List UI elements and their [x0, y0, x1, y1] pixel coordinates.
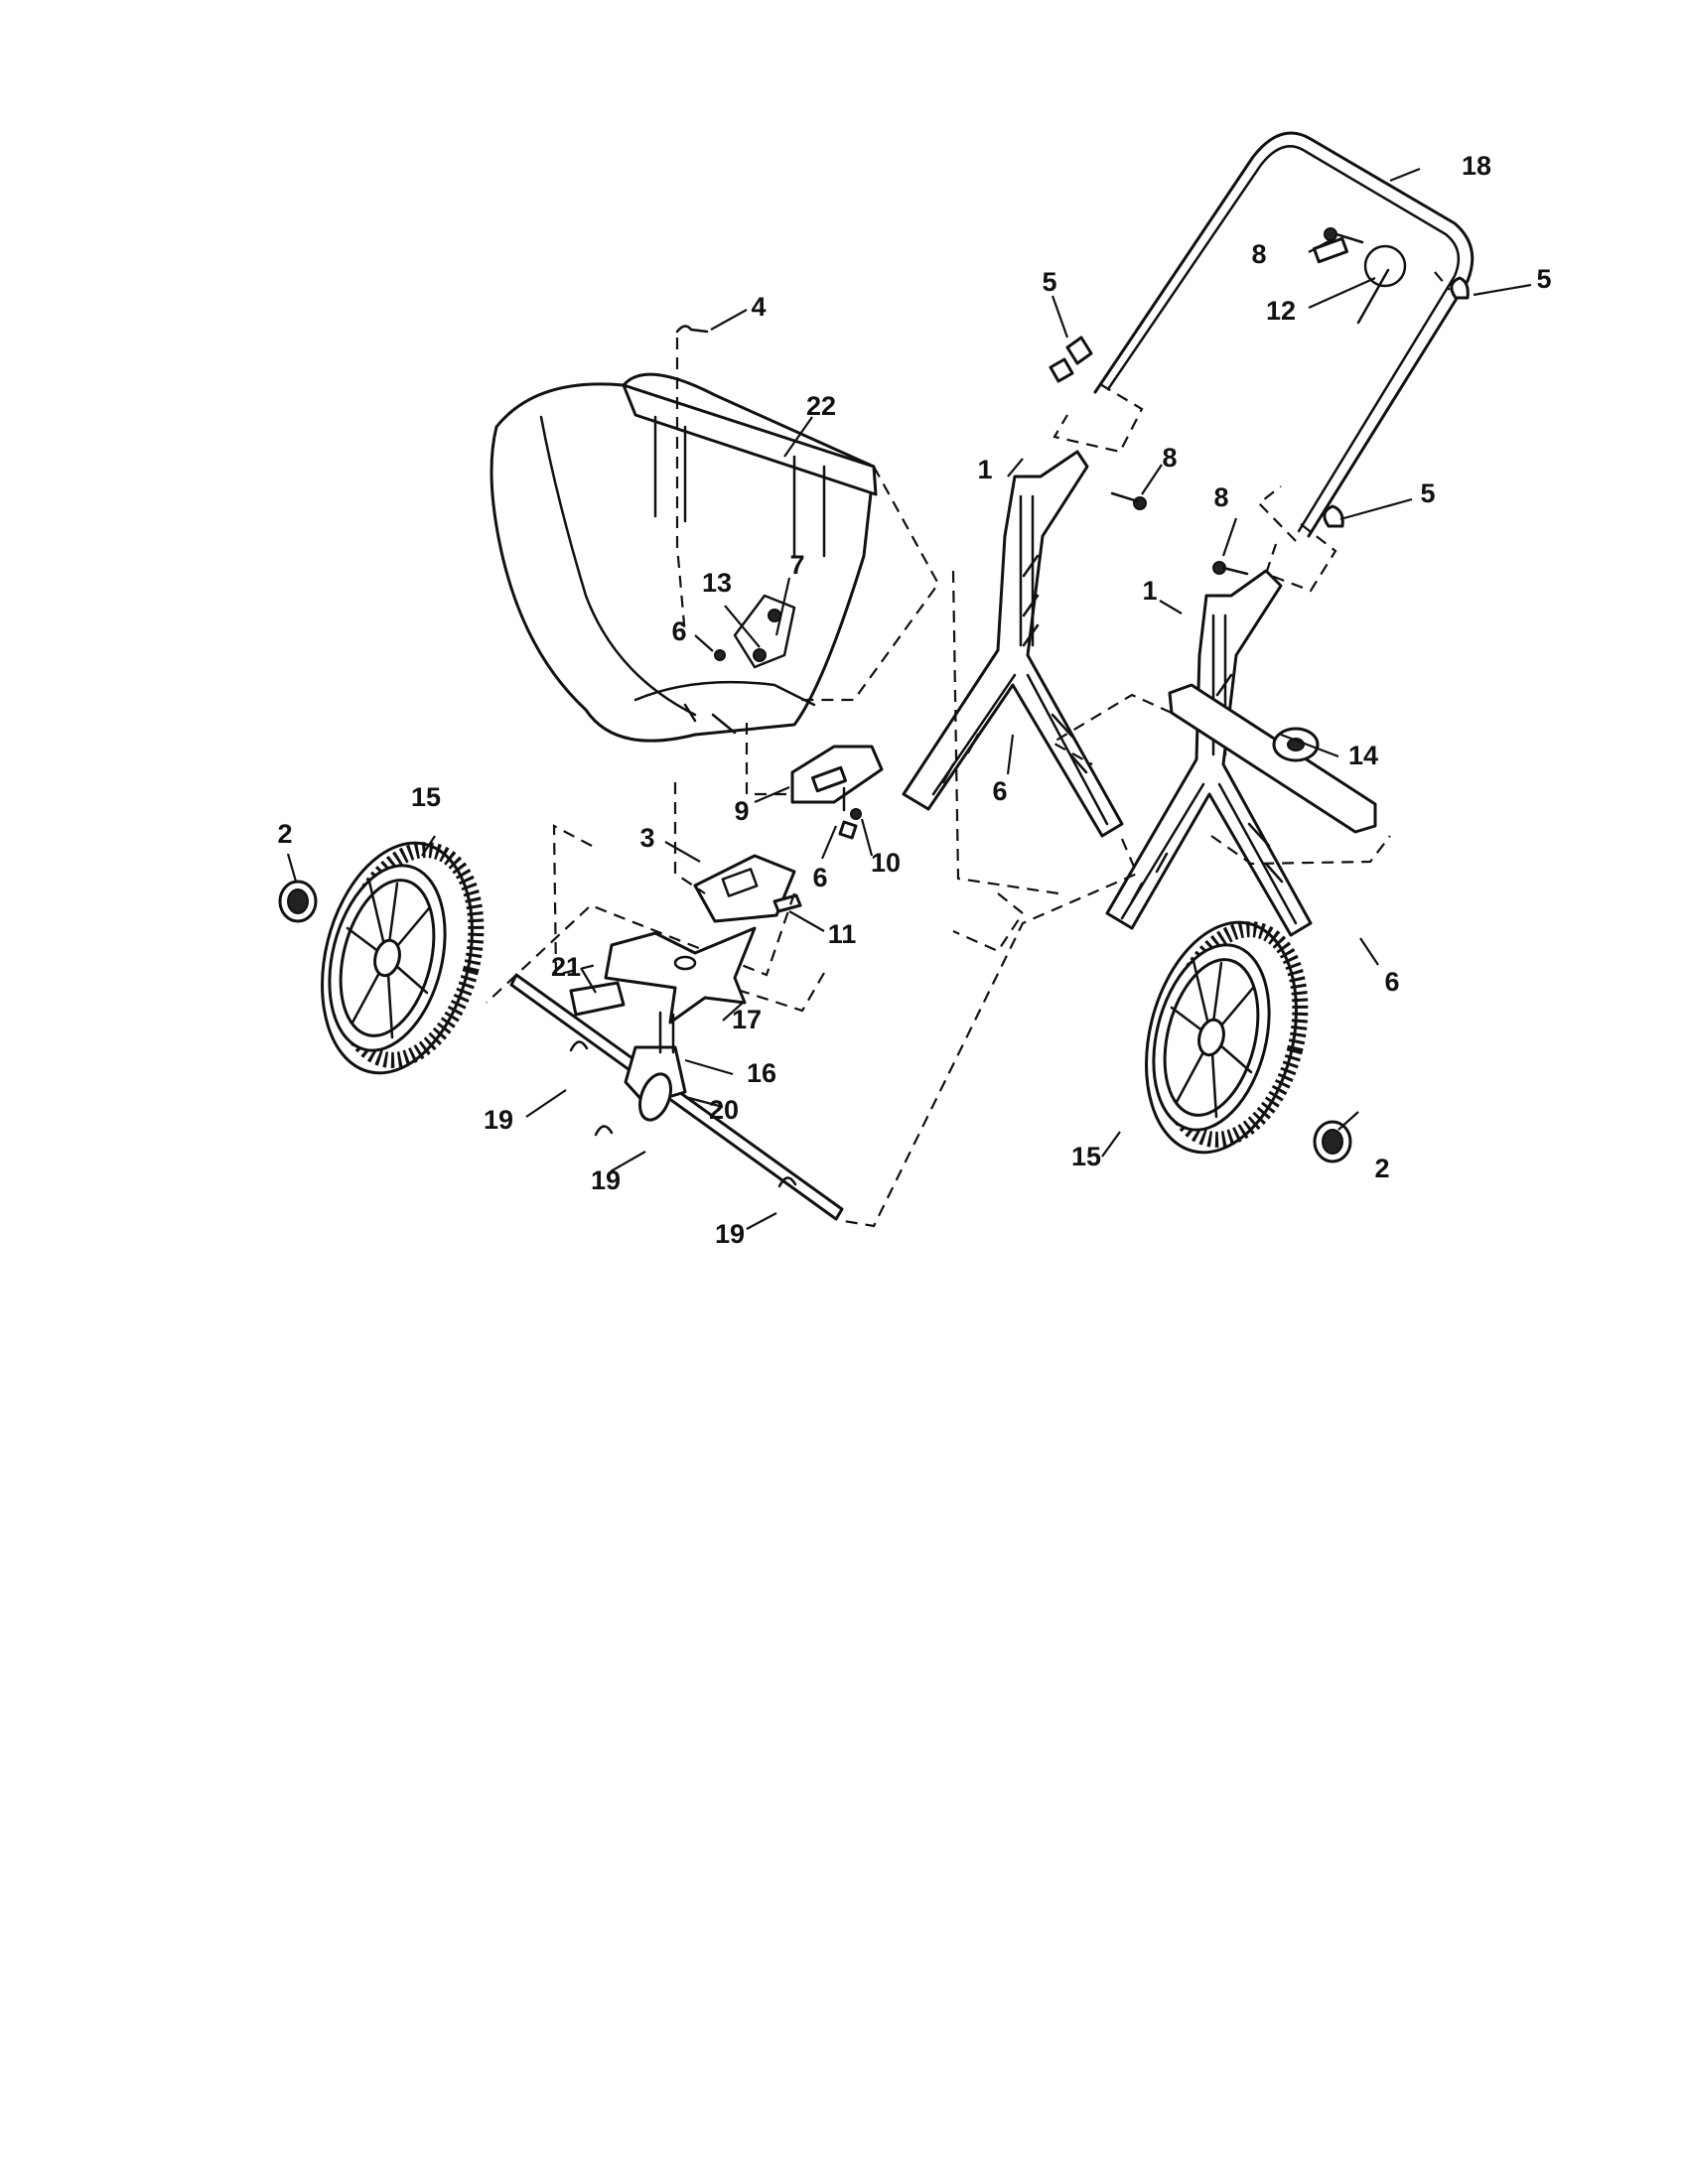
frame-leg-left [902, 450, 1124, 838]
callout-8: 8 [1162, 443, 1177, 473]
axle-assembly-part [509, 926, 844, 1221]
callout-5: 5 [1042, 267, 1056, 297]
callout-22: 22 [806, 391, 836, 421]
callout-15: 15 [1071, 1142, 1101, 1171]
hardware-parts [1049, 227, 1470, 576]
callout-18: 18 [1462, 151, 1491, 181]
callout-6: 6 [812, 863, 827, 892]
handle-part [1052, 131, 1474, 593]
callout-5: 5 [1536, 264, 1551, 294]
callout-14: 14 [1348, 741, 1378, 770]
wheel-right-part [1145, 920, 1309, 1155]
callout-7: 7 [789, 550, 804, 580]
callout-19: 19 [715, 1219, 745, 1249]
callout-1: 1 [977, 455, 992, 484]
callout-8: 8 [1251, 239, 1266, 269]
callout-4: 4 [751, 292, 766, 322]
callout-19: 19 [591, 1165, 621, 1195]
callout-11: 11 [828, 919, 857, 949]
callout-8: 8 [1213, 482, 1228, 512]
hopper-part [490, 372, 878, 743]
callout-17: 17 [732, 1005, 762, 1034]
pin-part [675, 325, 709, 334]
callout-10: 10 [871, 848, 901, 878]
assembly-guide-lines [486, 338, 1391, 1228]
callout-16: 16 [747, 1058, 776, 1088]
callout-6: 6 [992, 776, 1007, 806]
callout-20: 20 [709, 1095, 739, 1125]
callout-13: 13 [702, 568, 732, 598]
callout-19: 19 [484, 1105, 513, 1135]
callout-21: 21 [551, 952, 581, 982]
callout-2: 2 [1374, 1154, 1389, 1183]
gate-parts [693, 745, 884, 923]
callout-6: 6 [671, 616, 686, 646]
callout-6: 6 [1384, 967, 1399, 997]
callout-15: 15 [411, 782, 441, 812]
callout-labels: 1 1 2 2 3 4 5 5 5 6 6 6 6 7 8 8 8 9 10 1… [277, 151, 1551, 1249]
callout-9: 9 [734, 796, 749, 826]
callout-12: 12 [1266, 296, 1296, 326]
callout-1: 1 [1142, 576, 1157, 606]
wheel-left-part [321, 841, 485, 1075]
callout-5: 5 [1420, 478, 1435, 508]
callout-3: 3 [639, 823, 654, 853]
callout-leader-lines [286, 167, 1532, 1230]
callout-2: 2 [277, 819, 292, 849]
